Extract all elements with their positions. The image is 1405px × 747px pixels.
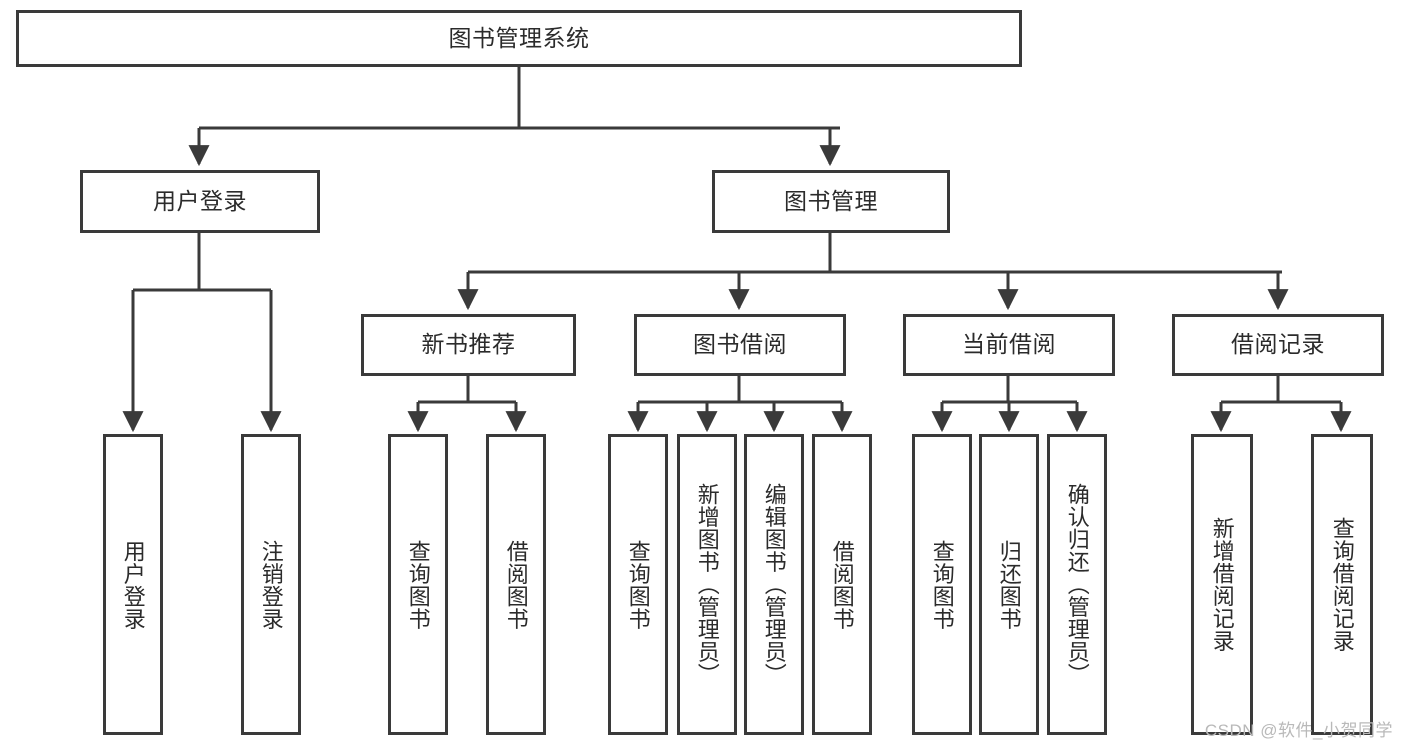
node-current-borrow[interactable]: 当前借阅 [903, 314, 1115, 376]
node-leaf-borrow-borrow[interactable]: 借阅图书 [812, 434, 872, 735]
node-borrow-records[interactable]: 借阅记录 [1172, 314, 1384, 376]
node-leaf-current-confirm[interactable]: 确认归还（管理员） [1047, 434, 1107, 735]
node-book-borrow-label: 图书借阅 [693, 331, 787, 358]
node-leaf-records-add[interactable]: 新增借阅记录 [1191, 434, 1253, 735]
node-book-management-label: 图书管理 [784, 187, 878, 214]
node-current-borrow-label: 当前借阅 [962, 331, 1056, 358]
node-borrow-records-label: 借阅记录 [1231, 331, 1325, 358]
node-leaf-login-user-label: 用户登录 [120, 539, 146, 630]
node-leaf-login-user[interactable]: 用户登录 [103, 434, 163, 735]
node-leaf-records-add-label: 新增借阅记录 [1209, 517, 1235, 652]
node-leaf-borrow-query[interactable]: 查询图书 [608, 434, 668, 735]
node-leaf-borrow-edit-label: 编辑图书（管理员） [761, 483, 787, 686]
watermark-text: CSDN @软件_小贺同学 [1204, 721, 1393, 740]
node-book-borrow[interactable]: 图书借阅 [634, 314, 846, 376]
node-leaf-borrow-add-label: 新增图书（管理员） [694, 483, 720, 686]
node-leaf-newbook-query-label: 查询图书 [405, 539, 431, 630]
node-leaf-records-query-label: 查询借阅记录 [1329, 517, 1355, 652]
node-leaf-current-return-label: 归还图书 [996, 539, 1022, 630]
node-leaf-current-query-label: 查询图书 [929, 539, 955, 630]
node-new-book-recommend[interactable]: 新书推荐 [361, 314, 576, 376]
node-user-login-label: 用户登录 [153, 187, 247, 214]
node-leaf-newbook-borrow-label: 借阅图书 [503, 539, 529, 630]
node-leaf-current-query[interactable]: 查询图书 [912, 434, 972, 735]
node-leaf-borrow-query-label: 查询图书 [625, 539, 651, 630]
node-root-title[interactable]: 图书管理系统 [16, 10, 1022, 67]
node-root-title-label: 图书管理系统 [448, 24, 590, 51]
node-leaf-borrow-edit[interactable]: 编辑图书（管理员） [744, 434, 804, 735]
node-leaf-newbook-borrow[interactable]: 借阅图书 [486, 434, 546, 735]
node-leaf-logout-user[interactable]: 注销登录 [241, 434, 301, 735]
node-leaf-newbook-query[interactable]: 查询图书 [388, 434, 448, 735]
node-new-book-recommend-label: 新书推荐 [421, 331, 516, 358]
node-leaf-borrow-borrow-label: 借阅图书 [829, 539, 855, 630]
node-leaf-records-query[interactable]: 查询借阅记录 [1311, 434, 1373, 735]
node-user-login[interactable]: 用户登录 [80, 170, 320, 233]
node-leaf-logout-user-label: 注销登录 [258, 539, 284, 630]
node-leaf-current-return[interactable]: 归还图书 [979, 434, 1039, 735]
node-leaf-borrow-add[interactable]: 新增图书（管理员） [677, 434, 737, 735]
node-book-management[interactable]: 图书管理 [712, 170, 950, 233]
node-leaf-current-confirm-label: 确认归还（管理员） [1064, 483, 1090, 686]
